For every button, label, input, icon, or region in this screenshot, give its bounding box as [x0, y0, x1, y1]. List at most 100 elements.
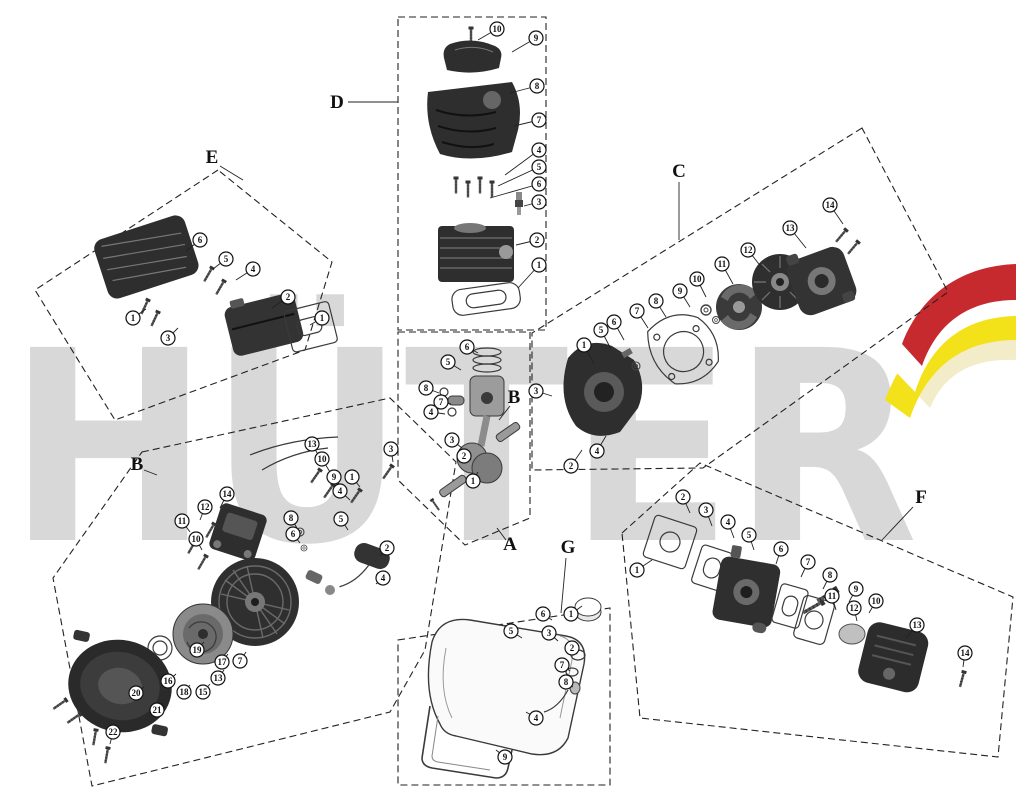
- fuel-tank: [427, 618, 586, 756]
- clutch-housing-cover: [786, 246, 857, 316]
- svg-text:6: 6: [537, 179, 542, 189]
- svg-text:4: 4: [534, 713, 539, 723]
- svg-text:2: 2: [462, 451, 467, 461]
- swoosh-cream-band: [915, 325, 1016, 408]
- section-C-boundary: [531, 127, 949, 471]
- callout-E-1: [125, 310, 141, 326]
- annotation-B: B: [508, 387, 521, 408]
- svg-text:12: 12: [201, 502, 211, 512]
- crankcase-gasket: [647, 314, 719, 385]
- callout-C-9: [672, 283, 688, 299]
- svg-text:7: 7: [806, 557, 811, 567]
- fuel-line: [543, 689, 569, 713]
- svg-text:1: 1: [471, 476, 476, 486]
- svg-text:9: 9: [534, 33, 539, 43]
- callout-B-19: [189, 642, 205, 658]
- callout-B-4: [375, 570, 391, 586]
- callout-B-10: [314, 451, 330, 467]
- svg-text:18: 18: [180, 687, 190, 697]
- stud-bolt-icon: [453, 176, 459, 194]
- callout-B-13: [304, 436, 320, 452]
- crankcase: [563, 342, 643, 436]
- svg-text:4: 4: [338, 486, 343, 496]
- svg-text:21: 21: [153, 705, 163, 715]
- callout-B-22: [105, 724, 121, 740]
- section-C-art: [563, 226, 862, 436]
- callout-B-10: [188, 531, 204, 547]
- svg-text:6: 6: [291, 529, 296, 539]
- stud-bolt-icon: [465, 180, 471, 198]
- svg-text:2: 2: [569, 461, 574, 471]
- svg-text:11: 11: [828, 591, 837, 601]
- svg-text:3: 3: [547, 628, 552, 638]
- callout-F-7: [800, 554, 816, 570]
- recoil-spring-inner: [152, 640, 168, 656]
- callout-C-6: [606, 314, 622, 330]
- section-label-D: D: [330, 92, 344, 113]
- svg-text:7: 7: [537, 115, 542, 125]
- tank-bracket-inner: [431, 715, 491, 771]
- svg-text:7: 7: [635, 306, 640, 316]
- svg-text:8: 8: [828, 570, 833, 580]
- callout-A-7: [433, 394, 449, 410]
- svg-text:3: 3: [537, 197, 542, 207]
- callout-A-1: [465, 473, 481, 489]
- callout-A-4: [423, 404, 439, 420]
- callout-E-1: [314, 310, 330, 326]
- engine-shroud: [427, 82, 520, 159]
- callout-B-8: [283, 510, 299, 526]
- callout-B-16: [160, 673, 176, 689]
- section-E-art: [94, 215, 338, 356]
- svg-text:10: 10: [693, 274, 703, 284]
- svg-text:13: 13: [786, 223, 796, 233]
- svg-text:5: 5: [446, 357, 451, 367]
- callout-A-2: [456, 448, 472, 464]
- callout-B-17: [214, 654, 230, 670]
- callout-G-7: [554, 657, 570, 673]
- callout-C-14: [822, 197, 838, 213]
- svg-text:1: 1: [350, 472, 355, 482]
- callout-B-21: [149, 702, 165, 718]
- callout-C-5: [593, 322, 609, 338]
- svg-text:2: 2: [681, 492, 686, 502]
- section-A-art: [429, 347, 521, 512]
- svg-text:9: 9: [503, 752, 508, 762]
- callout-F-4: [720, 514, 736, 530]
- spark-plug: [515, 192, 523, 215]
- callout-F-5: [741, 527, 757, 543]
- callout-D-4: [531, 142, 547, 158]
- svg-text:14: 14: [826, 200, 836, 210]
- svg-text:10: 10: [872, 596, 882, 606]
- callout-F-14: [957, 645, 973, 661]
- callout-C-2: [563, 458, 579, 474]
- callout-D-5: [531, 159, 547, 175]
- bolt-icon: [845, 238, 862, 256]
- section-F-art: [642, 514, 968, 693]
- svg-text:12: 12: [744, 245, 754, 255]
- callout-G-1: [563, 606, 579, 622]
- callout-C-7: [629, 303, 645, 319]
- svg-text:16: 16: [164, 676, 174, 686]
- callout-E-5: [218, 251, 234, 267]
- svg-text:22: 22: [109, 727, 119, 737]
- brand-swoosh-logo: [885, 264, 1016, 418]
- callout-E-2: [280, 289, 296, 305]
- callout-D-7: [531, 112, 547, 128]
- section-B-annotations: B131094132414121110865197171315161820212…: [105, 436, 399, 745]
- callout-A-5: [440, 354, 456, 370]
- section-B-art: [51, 436, 396, 764]
- callout-F-2: [675, 489, 691, 505]
- fuel-grommet: [565, 667, 579, 677]
- bolt-icon: [51, 696, 69, 712]
- annotation-layer: D10987456321E6542113C1413121110987651324…: [105, 21, 973, 765]
- bolt-icon: [90, 727, 100, 746]
- bolt-icon: [833, 226, 850, 244]
- crankshaft: [429, 415, 521, 512]
- svg-text:6: 6: [198, 235, 203, 245]
- callout-A-6: [459, 339, 475, 355]
- bolt-icon: [65, 710, 83, 726]
